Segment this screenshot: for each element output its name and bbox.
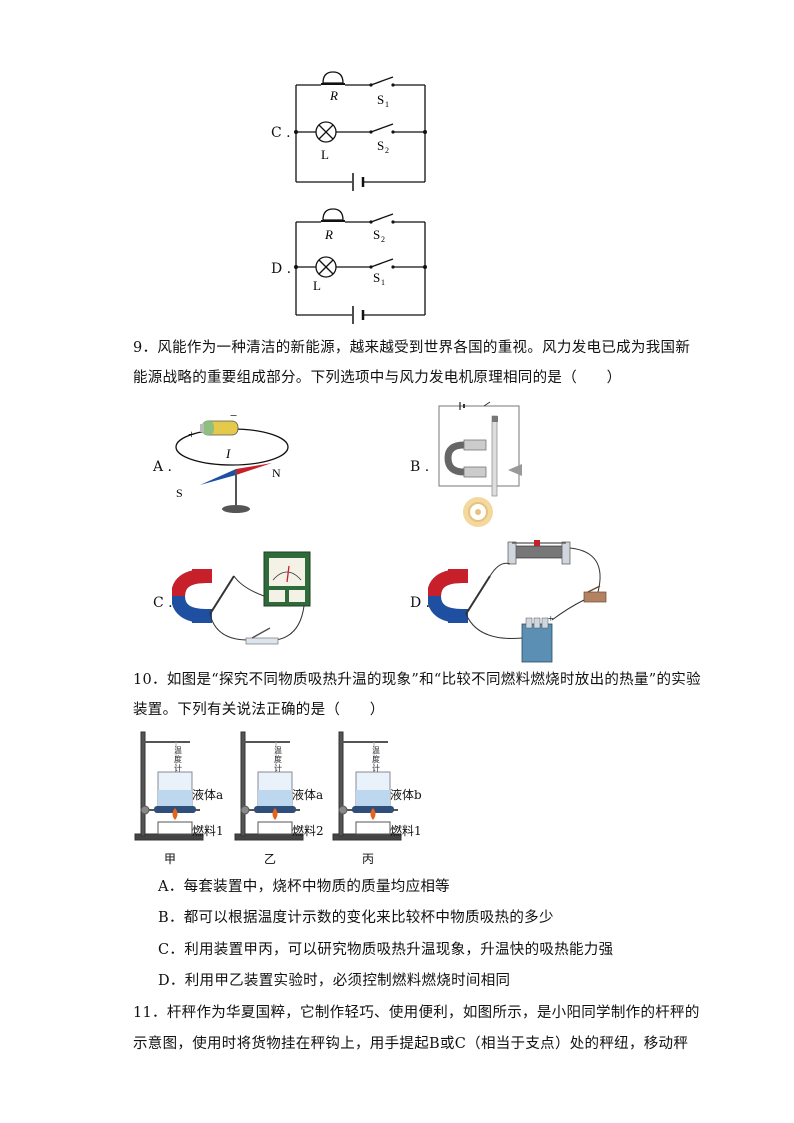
- setup-bing-liquid-label: 液体b: [390, 788, 422, 802]
- q10-choice-d[interactable]: D．利用甲乙装置实验时，必须控制燃料燃烧时间相同: [158, 973, 511, 989]
- option-c-letter: C .: [271, 125, 291, 141]
- switch-icon: [583, 585, 607, 603]
- option-d-letter: D .: [271, 261, 292, 277]
- q9-option-c-letter: C .: [153, 595, 173, 611]
- q10-setups-labels: 温度计 温度计 温度计 液体a 液体a 液体b 燃料1 燃料2 燃料1 甲 乙 …: [130, 728, 430, 868]
- battery-pack-icon: [521, 617, 553, 663]
- q10-text-line2: 装置。下列有关说法正确的是（ ）: [133, 702, 385, 718]
- q9-text-line2: 能源战略的重要组成部分。下列选项中与风力发电机原理相同的是（ ）: [133, 370, 622, 386]
- setup-bing: [332, 731, 402, 841]
- setup-bing-thermometer-label: 温度计: [372, 746, 380, 773]
- setup-jia: [134, 731, 204, 841]
- setup-yi-liquid-label: 液体a: [292, 788, 324, 802]
- resistor-label: R: [329, 88, 338, 103]
- switch-top-sub: 1: [385, 100, 389, 109]
- north-label: N: [272, 466, 281, 480]
- setup-yi: [234, 731, 304, 841]
- switch-bot-label: S: [377, 138, 384, 153]
- current-label: I: [225, 446, 231, 461]
- u-magnet-icon: [428, 569, 468, 623]
- switch-top-label: S: [373, 227, 380, 242]
- setup-jia-name: 甲: [164, 852, 177, 866]
- switch-bot-label: S: [373, 270, 380, 285]
- q9-option-b-figure: [438, 401, 522, 527]
- lamp-label: L: [321, 147, 329, 162]
- electromagnet-icon: [444, 439, 487, 478]
- setup-jia-fuel-label: 燃料1: [192, 824, 224, 838]
- q9-option-c-figure: [172, 551, 311, 645]
- switch-top-label: S: [377, 92, 384, 107]
- setup-yi-fuel-label: 燃料2: [292, 824, 324, 838]
- q10-choice-c[interactable]: C．利用装置甲丙，可以研究物质吸热升温现象，升温快的吸热能力强: [158, 942, 614, 958]
- q9-option-a-figure: + − I S N: [175, 408, 289, 513]
- q9-text-line1: 9．风能作为一种清洁的新能源，越来越受到世界各国的重视。风力发电已成为我国新: [133, 340, 691, 356]
- setup-yi-name: 乙: [264, 852, 277, 866]
- resistor-label: R: [324, 227, 333, 242]
- q9-option-b-letter: B .: [410, 459, 430, 475]
- setup-yi-thermometer-label: 温度计: [274, 746, 282, 773]
- flame-icon: [272, 808, 278, 820]
- q10-text-line1: 10．如图是“探究不同物质吸热升温的现象”和“比较不同燃料燃烧时放出的热量”的实…: [133, 672, 701, 688]
- q10-choice-a[interactable]: A．每套装置中，烧杯中物质的质量均应相等: [158, 879, 450, 895]
- q9-option-d-letter: D .: [410, 595, 431, 611]
- q10-choice-b[interactable]: B．都可以根据温度计示数的变化来比较杯中物质吸热的多少: [158, 910, 554, 926]
- q9-option-d-figure: +: [428, 540, 607, 663]
- rheostat-icon: [507, 540, 571, 565]
- u-magnet-icon: [172, 569, 212, 623]
- galvanometer-icon: [263, 551, 311, 607]
- south-label: S: [176, 486, 183, 500]
- battery-icon: [200, 420, 239, 436]
- setup-bing-name: 丙: [362, 852, 375, 866]
- switch-bot-sub: 2: [385, 146, 389, 155]
- setup-jia-thermometer-label: 温度计: [174, 746, 182, 773]
- knife-switch-icon: [245, 627, 279, 645]
- q9-option-a-letter: A .: [153, 459, 173, 475]
- circuit-d-diagram: R S 2 L S 1: [294, 208, 427, 324]
- setup-jia-liquid-label: 液体a: [192, 788, 224, 802]
- q11-text-line1: 11．杆秤作为华夏国粹，它制作轻巧、使用便利，如图所示，是小阳同学制作的杆秤的: [133, 1005, 700, 1021]
- setup-bing-fuel-label: 燃料1: [390, 824, 422, 838]
- switch-bot-sub: 1: [381, 278, 385, 287]
- battery-minus: −: [230, 408, 237, 423]
- switch-top-sub: 2: [381, 235, 385, 244]
- q11-text-line2: 示意图，使用时将货物挂在秤钩上，用手提起B或C（相当于支点）处的秤纽，移动秤: [133, 1036, 689, 1052]
- circuit-c-diagram: R S 1 L S 2: [294, 71, 427, 191]
- lamp-label: L: [313, 278, 321, 293]
- battery-plus: +: [548, 614, 554, 625]
- battery-plus: +: [188, 427, 195, 441]
- compass-needle-icon: [200, 463, 272, 513]
